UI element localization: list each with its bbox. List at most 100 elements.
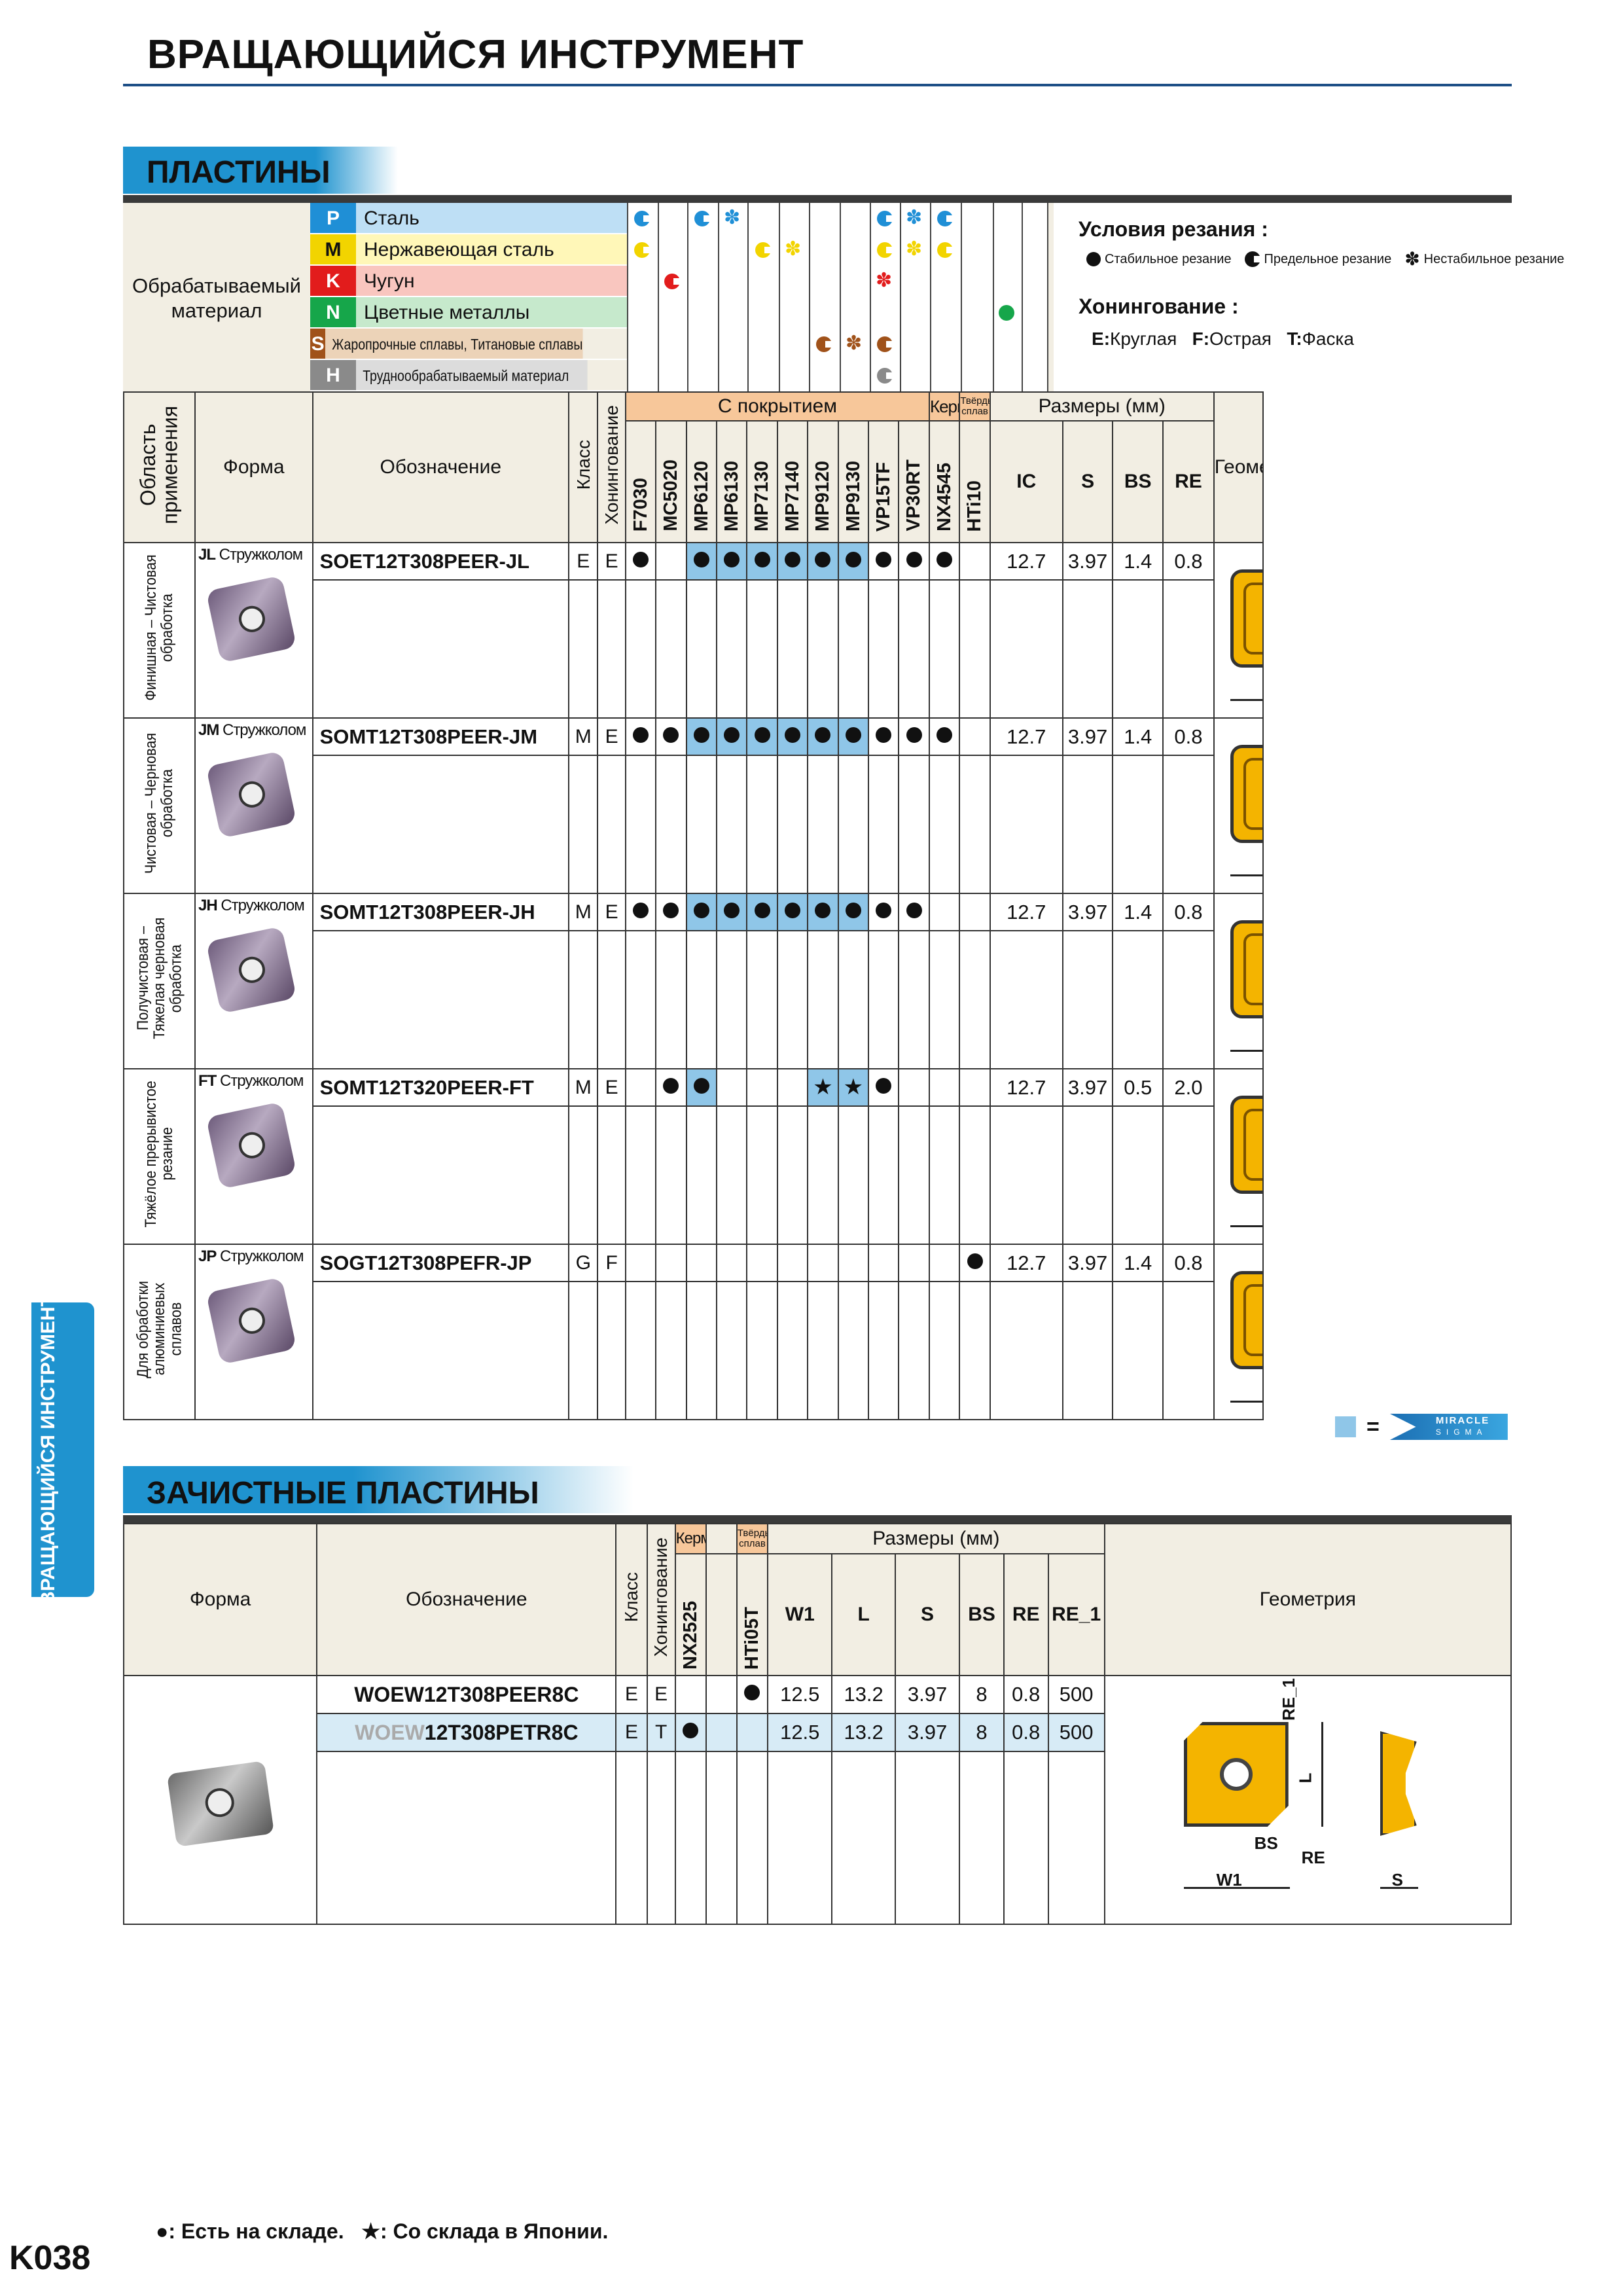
availability-MP9120 [807, 541, 839, 581]
in-stock-icon [815, 551, 831, 567]
empty-cell [716, 755, 748, 894]
empty-cell [1061, 755, 1114, 894]
insert-chip-ring [1243, 583, 1262, 655]
empty-cell [716, 579, 748, 719]
availability-MP7140 [776, 541, 809, 581]
chipbreaker-code: FT [198, 1072, 217, 1090]
header-designation: Обозначение [312, 391, 570, 543]
dim-value-s: 3.97 [1061, 1243, 1114, 1283]
honing-legend: E:Круглая F:Острая T:Фаска [1092, 329, 1354, 349]
empty-cell [1162, 1105, 1215, 1245]
availability-MP6130 [716, 717, 748, 757]
grade-col-line [1022, 203, 1023, 393]
application-area-text: Получистовая – Тяжелая черновая обработк… [134, 918, 185, 1039]
chipbreaker-text: Стружколом [220, 1247, 304, 1265]
availability-MP7130 [746, 1243, 778, 1283]
empty-cell [655, 1281, 687, 1420]
grade-label: VP30RT [903, 459, 925, 531]
unstable-icon: ✽ [1404, 249, 1420, 269]
header-class-text: Класс [573, 440, 594, 490]
empty-cell [746, 1105, 778, 1245]
honing-value: E [597, 717, 626, 757]
empty-cell [928, 579, 961, 719]
empty-cell [837, 1105, 870, 1245]
empty-cell [568, 1105, 599, 1245]
in-stock-icon [693, 1077, 709, 1094]
availability-MP6130 [716, 1067, 748, 1107]
empty-cell [959, 755, 991, 894]
in-stock-icon [754, 902, 770, 918]
application-area: Получистовая – Тяжелая черновая обработк… [123, 893, 196, 1069]
material-name: Сталь [356, 203, 628, 233]
dim-value-bs: 8 [959, 1713, 1005, 1752]
availability-MP6120 [685, 1067, 718, 1107]
empty-cell [624, 1105, 657, 1245]
empty-cell [928, 1105, 961, 1245]
limit-mark-icon [877, 368, 894, 384]
empty-cell [312, 930, 570, 1069]
availability-VP15TF [868, 1243, 900, 1283]
header-sizes-text: Размеры (мм) [1038, 395, 1166, 417]
grade-HTi10: HTi10 [959, 420, 991, 543]
grade-label: MP7140 [781, 460, 803, 531]
empty-cell [597, 1281, 626, 1420]
in-stock-icon [936, 551, 953, 567]
header-h_honing: Хонингование [646, 1523, 676, 1676]
empty-cell [624, 930, 657, 1069]
conditions-legend: Стабильное резание Предельное резание ✽Н… [1086, 250, 1564, 268]
insert-hole [236, 1130, 268, 1161]
empty-cell [312, 1281, 570, 1420]
grade-col-line [961, 203, 962, 393]
grade-label: MP9130 [842, 460, 864, 531]
empty-cell [646, 1751, 676, 1925]
application-area-text: Чистовая – Черновая обработка [142, 732, 177, 874]
bs-label: BS [1254, 1833, 1278, 1853]
section-bar-2 [123, 1515, 1512, 1523]
material-name: Нержавеющая сталь [356, 234, 628, 264]
header-cermet: Кермет [674, 1523, 707, 1554]
section-bar [123, 195, 1512, 203]
in-stock-icon [693, 551, 709, 567]
l-dim-line [1321, 1722, 1323, 1827]
grade-col-line [809, 203, 810, 393]
designation: SOMT12T308PEER-JM [312, 717, 570, 757]
empty-cell [959, 1105, 991, 1245]
insert-photo [205, 925, 297, 1014]
conditions-title: Условия резания : [1079, 217, 1268, 241]
empty-cell [568, 1281, 599, 1420]
limit-icon [1244, 251, 1262, 267]
empty-cell [868, 1281, 900, 1420]
grade-MP6130: MP6130 [716, 420, 748, 543]
chipbreaker-label: FT Стружколом [198, 1072, 310, 1090]
grade-col-line [658, 203, 659, 393]
empty-cell [674, 1751, 707, 1925]
empty-cell [1061, 930, 1114, 1069]
grade-label: F7030 [630, 477, 651, 531]
dim-IC-text: IC [1016, 471, 1037, 492]
header-carbide: Твёрдый сплав [736, 1523, 769, 1554]
limit-mark-icon [877, 211, 894, 226]
header-coated-text: С покрытием [717, 395, 837, 417]
empty-cell [894, 1751, 961, 1925]
empty-cell [928, 755, 961, 894]
re1-label: RE_1 [1278, 1677, 1298, 1721]
empty-cell [655, 755, 687, 894]
japan-stock-icon: ★ [813, 1074, 833, 1100]
empty-cell [685, 1105, 718, 1245]
availability-MP9120: ★ [807, 1067, 839, 1107]
material-code: H [310, 360, 356, 390]
in-stock-icon [724, 551, 740, 567]
availability-MP6120 [685, 541, 718, 581]
dim-BS: BS [959, 1553, 1005, 1676]
designation: SOET12T308PEER-JL [312, 541, 570, 581]
availability-HTi10 [959, 717, 991, 757]
header-geometry: Геометрия [1103, 1523, 1512, 1676]
empty-cell [1112, 579, 1164, 719]
empty-cell [685, 1281, 718, 1420]
class-value: G [568, 1243, 599, 1283]
dim-value-w1: 12.5 [767, 1675, 833, 1714]
availability-HTi10 [959, 892, 991, 932]
